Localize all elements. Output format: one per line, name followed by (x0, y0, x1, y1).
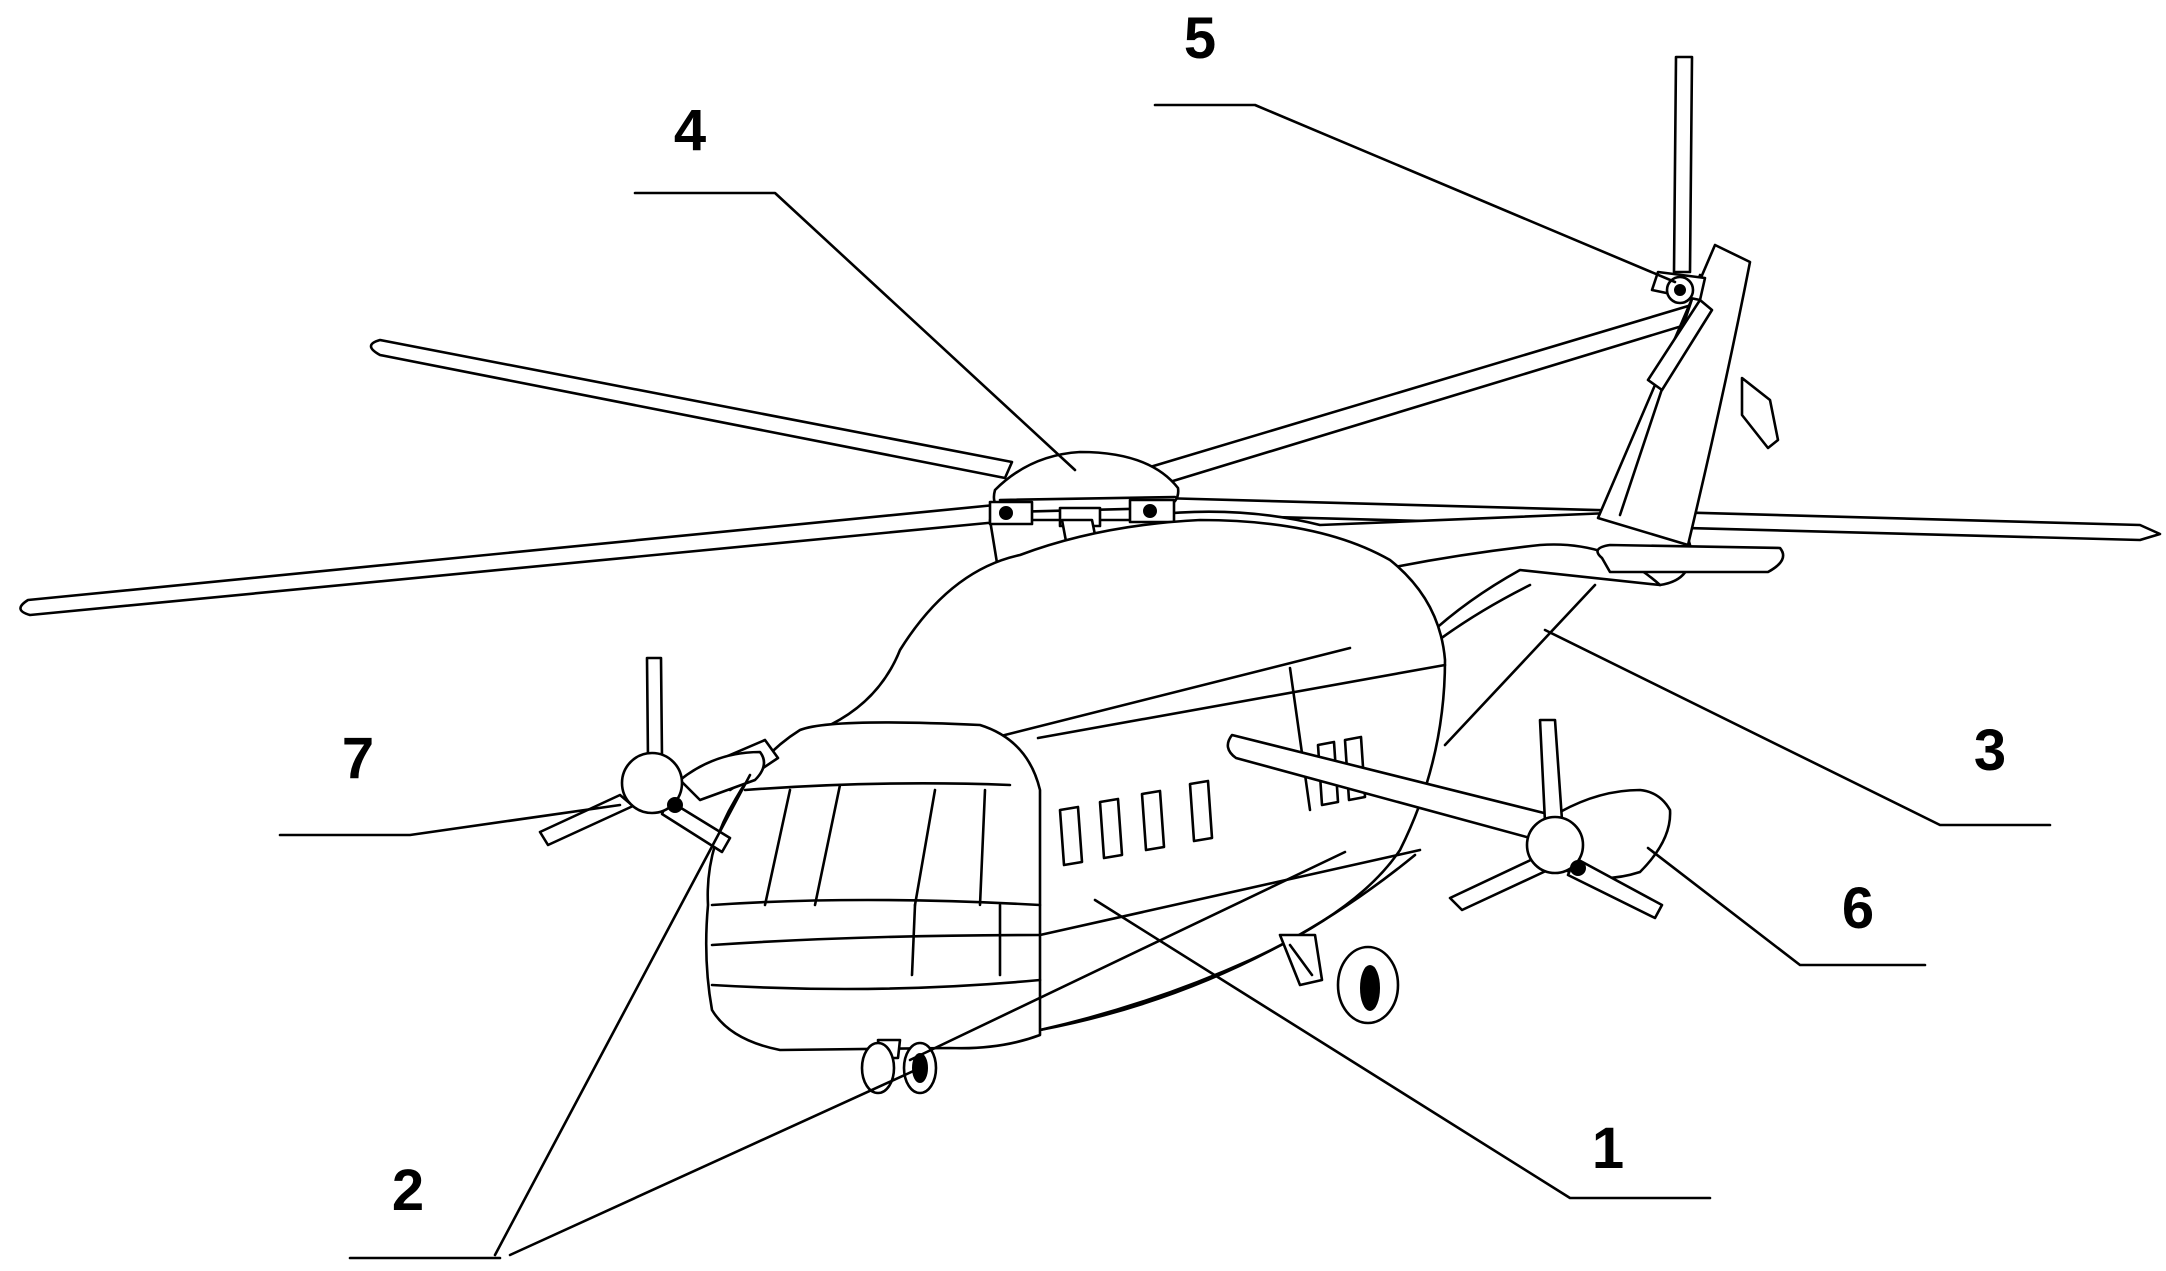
label-right-propeller-nacelle: 6 (1842, 876, 1874, 941)
label-tail-boom: 3 (1974, 718, 2006, 783)
leader-line-6 (1648, 848, 1925, 965)
label-landing-gear: 2 (392, 1158, 424, 1223)
leader-line-3b (1445, 585, 1595, 745)
leader-line-5 (1155, 105, 1675, 282)
leader-line-4 (635, 193, 1075, 470)
leader-line-2a (495, 775, 750, 1255)
label-left-propeller: 7 (342, 726, 374, 791)
label-fuselage: 1 (1592, 1116, 1624, 1181)
label-tail-rotor: 5 (1184, 6, 1216, 71)
label-main-rotor: 4 (674, 98, 706, 163)
leader-line-2b (510, 1068, 920, 1255)
